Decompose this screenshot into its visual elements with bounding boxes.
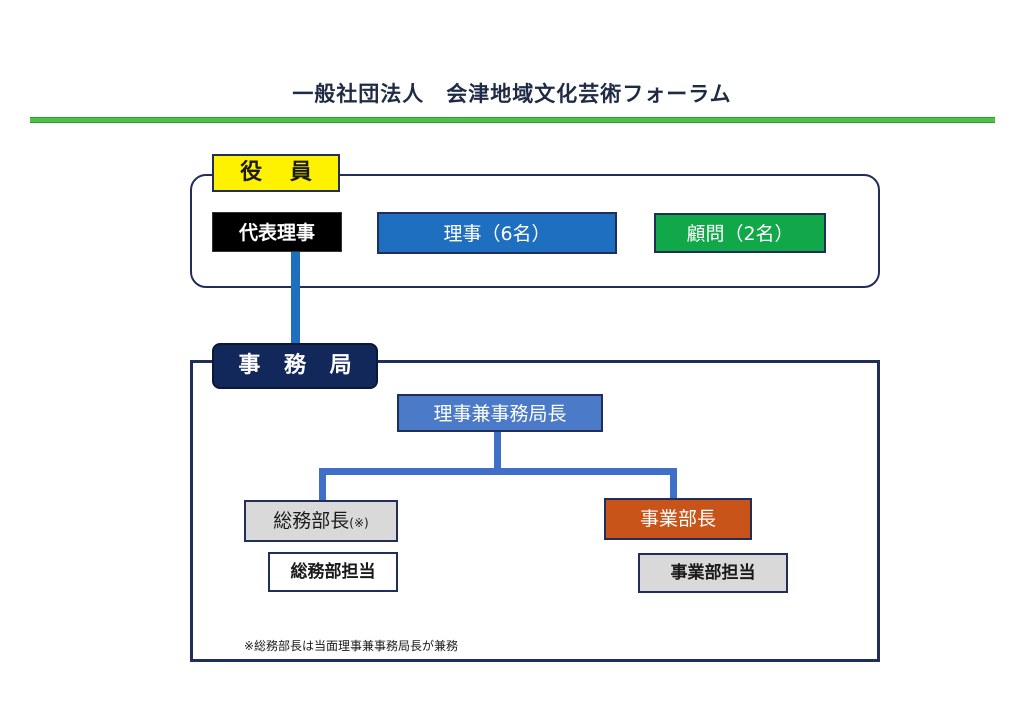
advisors-box: 顧問（2名） (654, 213, 826, 253)
footnote: ※総務部長は当面理事兼事務局長が兼務 (244, 639, 459, 653)
representative-director-box: 代表理事 (212, 212, 342, 252)
business-manager-box: 事業部長 (604, 498, 752, 540)
page-title: 一般社団法人 会津地域文化芸術フォーラム (292, 82, 732, 106)
business-staff-box: 事業部担当 (638, 553, 788, 593)
general-affairs-staff-box: 総務部担当 (268, 552, 398, 592)
branch-left-connector (319, 468, 326, 502)
secretariat-section-label: 事 務 局 (212, 343, 378, 389)
branch-horizontal-connector (319, 468, 677, 475)
officers-section-label: 役 員 (212, 154, 340, 192)
chief-down-connector (494, 432, 501, 470)
director-secretary-general-box: 理事兼事務局長 (397, 394, 603, 432)
secretariat-frame (190, 360, 880, 662)
officers-frame (190, 174, 880, 288)
header-divider (30, 117, 995, 123)
directors-box: 理事（6名） (377, 212, 617, 254)
branch-right-connector (670, 468, 677, 500)
general-affairs-manager-label: 総務部長 (273, 510, 350, 532)
general-affairs-manager-mark: (※) (349, 516, 369, 530)
general-affairs-manager-box: 総務部長(※) (244, 500, 398, 542)
representative-to-secretariat-connector (291, 252, 300, 344)
